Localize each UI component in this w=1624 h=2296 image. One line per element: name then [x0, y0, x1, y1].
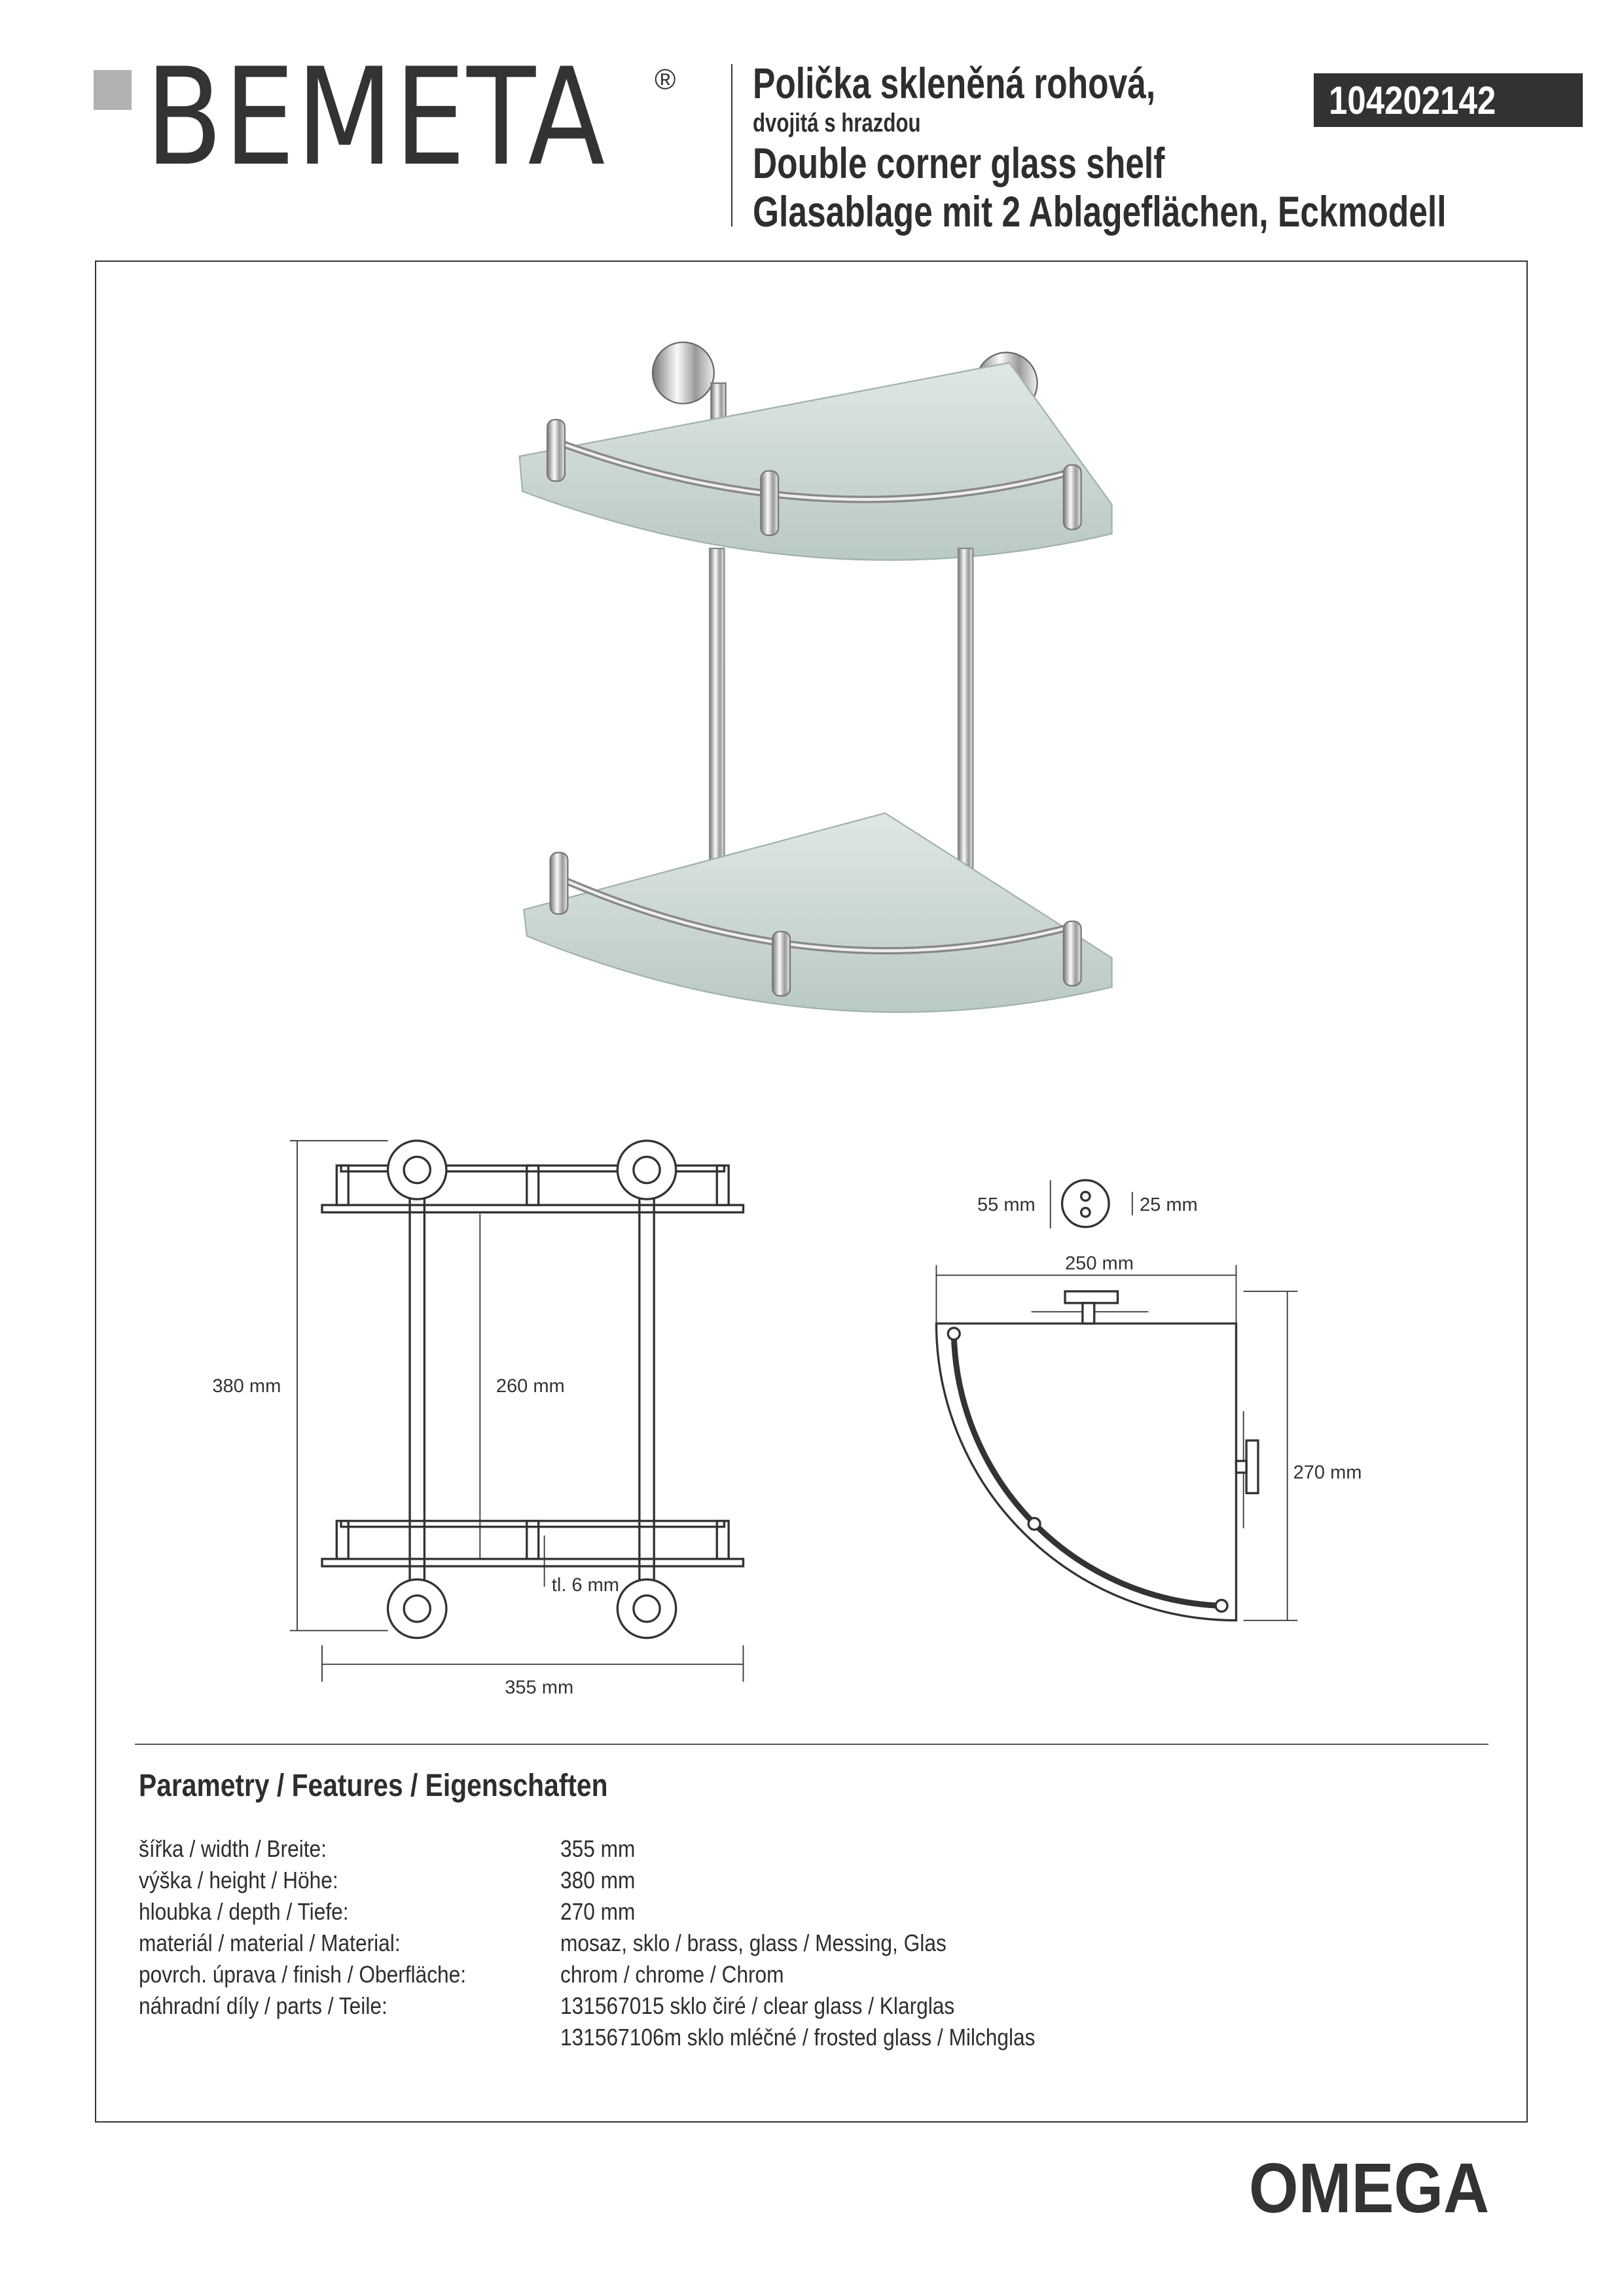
- param-value: chrom / chrome / Chrom: [560, 1961, 784, 1988]
- top-view-drawing: [935, 1179, 1298, 1622]
- top-glass-shelf: [518, 361, 1113, 561]
- param-label: šířka / width / Breite:: [139, 1835, 327, 1862]
- param-value: 380 mm: [560, 1867, 636, 1893]
- title-de: Glasablage mit 2 Ablageflächen, Eckmodel…: [753, 187, 1447, 236]
- title-en: Double corner glass shelf: [753, 139, 1165, 187]
- dim-side-width: 250 mm: [1065, 1253, 1134, 1274]
- product-code: 104202142: [1329, 79, 1496, 122]
- param-label: povrch. úprava / finish / Oberfläche:: [139, 1961, 467, 1988]
- front-view-drawing: [289, 1139, 745, 1682]
- param-label: hloubka / depth / Tiefe:: [139, 1898, 349, 1925]
- product-render: [518, 341, 1113, 1013]
- param-value: 131567015 sklo čiré / clear glass / Klar…: [560, 1992, 955, 2019]
- logo-square: [94, 70, 132, 110]
- header-divider: [731, 64, 732, 226]
- dim-rosette-diameter: 55 mm: [977, 1194, 1036, 1215]
- dim-depth: 270 mm: [1293, 1462, 1362, 1483]
- dim-width: 355 mm: [505, 1677, 573, 1698]
- bottom-glass-shelf: [523, 812, 1113, 1013]
- param-value: 131567106m sklo mléčné / frosted glass /…: [560, 2024, 1036, 2051]
- title-cz: Polička skleněná rohová,: [753, 59, 1156, 107]
- section-divider: [135, 1744, 1489, 1745]
- param-value: mosaz, sklo / brass, glass / Messing, Gl…: [560, 1929, 947, 1956]
- post-left: [708, 547, 725, 878]
- dim-glass-thickness: tl. 6 mm: [552, 1575, 619, 1596]
- product-code-box: [1314, 73, 1583, 127]
- param-label: materiál / material / Material:: [139, 1929, 401, 1956]
- series-name: OMEGA: [1249, 2148, 1490, 2227]
- dim-height: 380 mm: [212, 1376, 281, 1397]
- parameters-heading: Parametry / Features / Eigenschaften: [139, 1768, 608, 1803]
- param-value: 355 mm: [560, 1835, 636, 1862]
- dim-inner-height: 260 mm: [496, 1376, 565, 1397]
- subtitle-cz: dvojitá s hrazdou: [753, 109, 921, 137]
- drawing-frame: [95, 260, 1528, 2123]
- registered-mark: ®: [655, 63, 676, 96]
- post-right: [957, 547, 974, 908]
- dim-rosette-depth: 25 mm: [1140, 1194, 1198, 1215]
- brand-logo: BEMETA: [145, 40, 607, 196]
- param-label: výška / height / Höhe:: [139, 1867, 338, 1893]
- param-label: náhradní díly / parts / Teile:: [139, 1992, 388, 2019]
- param-value: 270 mm: [560, 1898, 636, 1925]
